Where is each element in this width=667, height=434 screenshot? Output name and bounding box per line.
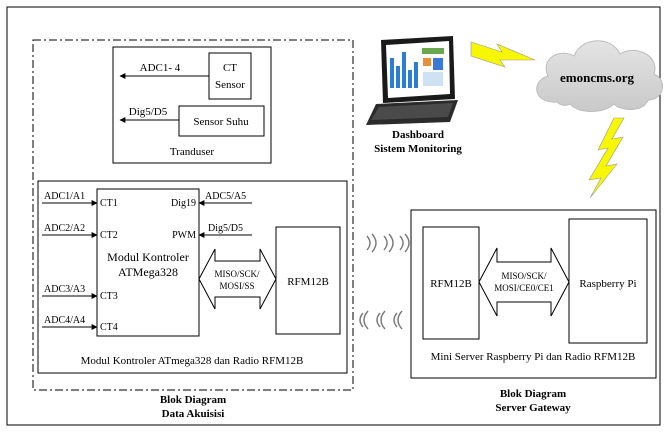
input-pin-4: CT4: [100, 322, 118, 333]
lightning-icon-laptop-cloud: [470, 41, 536, 68]
controller-label-2: ATMega328: [118, 265, 178, 279]
raspberry-pi-box: [568, 218, 648, 344]
gateway-bus-label-2: MOSI/CE0/CE1: [494, 283, 554, 293]
lightning-icon-cloud-gateway: [588, 117, 625, 199]
rfm12b-gateway-label: RFM12B: [430, 278, 472, 290]
cloud-icon: [536, 40, 663, 112]
ct-sensor-label-1: CT: [223, 62, 237, 74]
temp-sensor-label: Sensor Suhu: [193, 116, 249, 128]
raspberry-pi-label: Raspberry Pi: [579, 278, 636, 290]
gateway-caption-2: Server Gateway: [495, 402, 571, 414]
dashboard-label-1: Dashboard: [392, 129, 444, 141]
dig-signal-label: Dig5/D5: [129, 106, 168, 118]
controller-module-footer: Modul Kontroler ATmega328 dan Radio RFM1…: [81, 355, 304, 367]
gateway-bus-label-1: MISO/SCK/: [501, 271, 547, 281]
dashboard-label-2: Sistem Monitoring: [374, 143, 462, 155]
input-signal-4: ADC4/A4: [44, 315, 85, 326]
rfm12b-node-label: RFM12B: [287, 276, 329, 288]
input-pin-2: CT2: [100, 230, 118, 241]
input-pin-3: CT3: [100, 291, 118, 302]
controller-label-1: Modul Kontroler: [107, 250, 189, 264]
temp-sensor-box: [178, 105, 265, 137]
input-signal-3: ADC3/A3: [44, 284, 85, 295]
gateway-box: RFM12B MISO/SCK/ MOSI/CE0/CE1 Raspberry …: [410, 209, 657, 379]
right-signal-1: ADC5/A5: [205, 191, 246, 202]
spi-bus-label-2: MOSI/SS: [219, 281, 254, 291]
right-pin-1: Dig19: [171, 198, 196, 209]
ct-sensor-box: [208, 52, 252, 100]
adc-signal-label: ADC1- 4: [140, 62, 181, 74]
spi-bus-label-1: MISO/SCK/: [214, 269, 260, 279]
ct-sensor-label-2: Sensor: [215, 79, 245, 91]
data-acquisition-caption-1: Blok Diagram: [160, 394, 226, 406]
cloud-label: emoncms.org: [560, 70, 635, 85]
laptop-icon: [366, 36, 458, 125]
rfm12b-node-box: [275, 226, 341, 335]
input-signal-1: ADC1/A1: [44, 191, 85, 202]
outer-frame: [6, 6, 661, 426]
gateway-footer: Mini Server Raspberry Pi dan Radio RFM12…: [431, 351, 636, 363]
wireless-waves-incoming: [359, 310, 403, 330]
mcu-box: [96, 188, 200, 337]
transducer-label: Tranduser: [170, 146, 215, 158]
right-pin-2: PWM: [172, 230, 196, 241]
data-acquisition-caption-2: Data Akuisisi: [162, 408, 225, 420]
transducer-box: CT Sensor ADC1- 4 Sensor Suhu Dig5/D5 Tr…: [112, 46, 272, 164]
input-pin-1: CT1: [100, 198, 118, 209]
gateway-caption-1: Blok Diagram: [500, 388, 566, 400]
controller-module-box: Modul Kontroler ATMega328 ADC1/A1 CT1 AD…: [37, 180, 348, 374]
data-acquisition-block: [32, 39, 354, 391]
input-signal-2: ADC2/A2: [44, 223, 85, 234]
wireless-waves-outgoing: [366, 233, 410, 253]
right-signal-2: Dig5/D5: [208, 223, 243, 234]
